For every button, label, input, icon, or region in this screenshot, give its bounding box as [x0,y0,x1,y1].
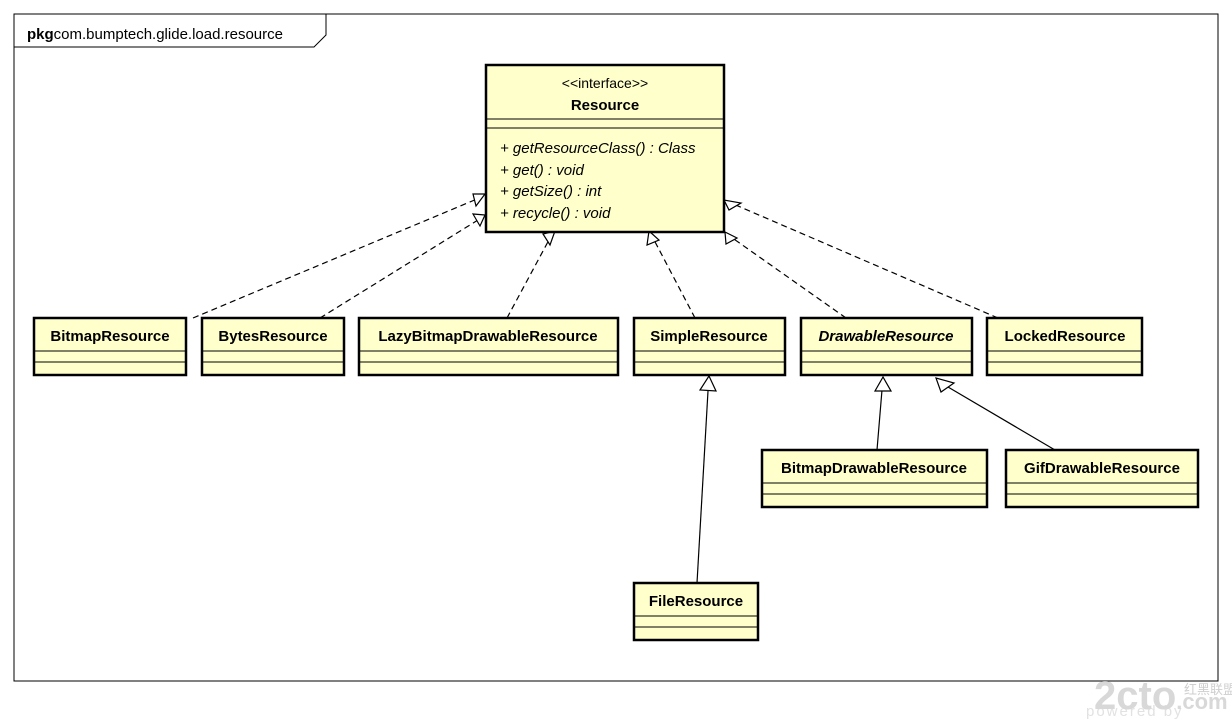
class-box [632,316,787,377]
interface-box [484,63,726,234]
class-name: LockedResource [1005,328,1126,345]
interface-stereotype: <<interface>> [562,75,648,91]
class-lazy-bitmap-drawable-resource[interactable]: LazyBitmapDrawableResource [357,316,620,377]
operation-get-resource-class: + getResourceClass() : Class [500,140,696,157]
class-bytes-resource[interactable]: BytesResource [200,316,346,377]
rel-locked-resource [730,202,999,319]
watermark-logo: 2cto.com [1094,674,1228,718]
class-locked-resource[interactable]: LockedResource [985,316,1144,377]
interface-name: Resource [571,97,639,114]
arrowhead-bitmap [472,193,487,208]
class-simple-resource[interactable]: SimpleResource [632,316,787,377]
package-tab [14,14,327,48]
watermark: powered by 2cto.com 红黑联盟 [1086,674,1232,720]
watermark-cn: 红黑联盟 [1184,682,1232,697]
arrowhead-bitmapdrawable [873,375,893,392]
class-bitmap-drawable-resource[interactable]: BitmapDrawableResource [760,448,989,509]
class-name: BytesResource [218,328,327,345]
arrowhead-drawable [724,230,739,245]
class-name: BitmapResource [50,328,169,345]
rel-file-simple [696,390,709,584]
class-box [632,581,760,642]
class-drawable-resource[interactable]: DrawableResource [799,316,974,377]
class-name: DrawableResource [818,328,953,345]
class-box [1004,448,1200,509]
class-name: GifDrawableResource [1024,460,1180,477]
class-name: BitmapDrawableResource [781,460,967,477]
watermark-logo-text: 2cto [1094,674,1176,718]
watermark-powered-by: powered by [1086,703,1184,720]
class-bitmap-resource[interactable]: BitmapResource [32,316,188,377]
relations [192,193,1056,584]
class-box [357,316,620,377]
rel-drawable-resource [730,236,847,319]
class-box [760,448,989,509]
class-file-resource[interactable]: FileResource [632,581,760,642]
rel-bytes-resource [319,219,479,319]
class-box [32,316,188,377]
class-box [200,316,346,377]
arrowhead-simple [646,229,661,246]
class-name: SimpleResource [650,328,768,345]
operation-get: + get() : void [500,162,584,179]
watermark-domain: .com [1176,689,1227,714]
interface-resource[interactable]: <<interface>> Resource + getResourceClas… [484,63,726,234]
class-gif-drawable-resource[interactable]: GifDrawableResource [1004,448,1200,509]
package-frame: pkgcom.bumptech.glide.load.resource [13,13,1219,682]
package-border [13,13,1219,682]
rel-bitmap-resource [192,198,478,319]
operation-recycle: + recycle() : void [500,205,611,222]
arrowhead-gifdrawable [935,377,956,393]
class-name: FileResource [649,593,743,610]
arrowhead-bytes [471,213,486,228]
class-box [799,316,974,377]
package-name: com.bumptech.glide.load.resource [54,26,283,43]
rel-bitmapdrawable-drawable [876,389,883,451]
arrowhead-file [698,374,717,392]
rel-lazy-resource [506,237,551,319]
arrowhead-locked [722,199,743,211]
package-label: pkgcom.bumptech.glide.load.resource [27,26,283,43]
class-box [985,316,1144,377]
rel-gifdrawable-drawable [947,386,1056,451]
rel-simple-resource [652,237,696,319]
operation-get-size: + getSize() : int [500,183,602,200]
package-keyword: pkg [27,26,54,43]
class-name: LazyBitmapDrawableResource [378,328,597,345]
